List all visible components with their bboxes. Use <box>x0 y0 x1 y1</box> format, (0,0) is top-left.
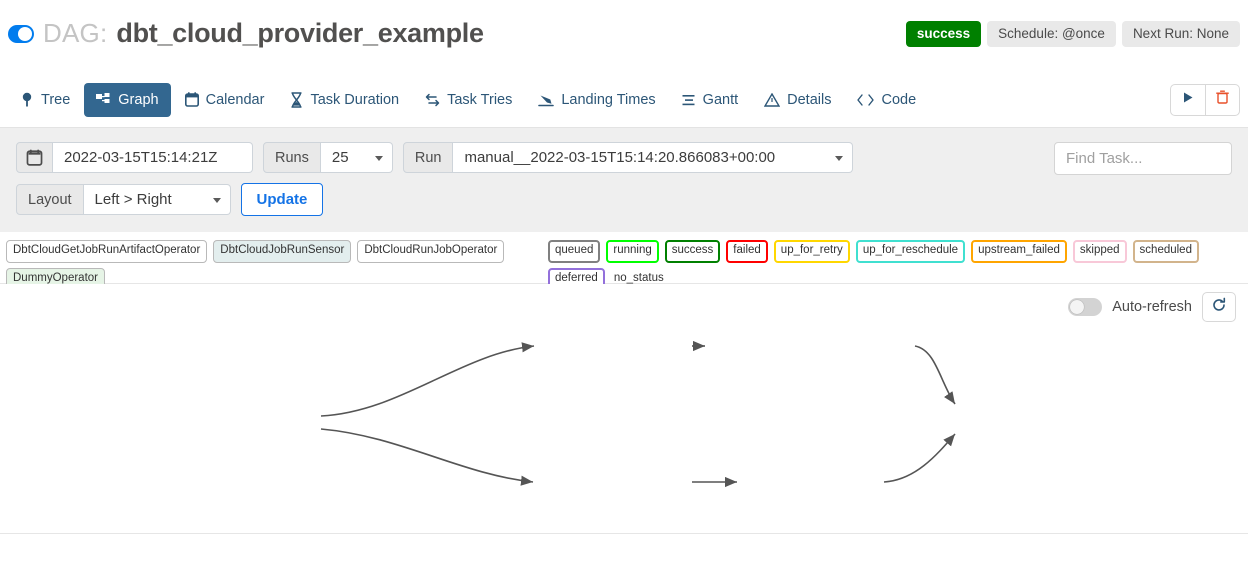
tab-tree[interactable]: Tree <box>8 83 82 117</box>
operator-chip: DbtCloudRunJobOperator <box>357 240 505 263</box>
tab-label: Landing Times <box>561 91 656 108</box>
layout-label: Layout <box>16 184 84 215</box>
tab-label: Task Duration <box>310 91 400 108</box>
tab-gantt[interactable]: Gantt <box>670 83 750 117</box>
num-runs-value: 25 <box>331 149 349 166</box>
tab-task-duration[interactable]: Task Duration <box>278 83 411 117</box>
operator-chip: DbtCloudJobRunSensor <box>213 240 352 263</box>
run-select-group: Run manual__2022-03-15T15:14:20.866083+0… <box>402 142 854 173</box>
chevron-down-icon <box>835 155 844 161</box>
calendar-icon <box>184 92 199 107</box>
state-chip-running: running <box>606 240 659 263</box>
run-label: Run <box>402 142 454 173</box>
hourglass-icon <box>290 91 303 108</box>
tab-code[interactable]: Code <box>845 83 928 117</box>
num-runs-group: Runs 25 <box>263 142 393 173</box>
dag-graph-panel: Auto-refresh begin trigge <box>0 284 1248 534</box>
graph-legend: DbtCloudGetJobRunArtifactOperator DbtClo… <box>0 232 1248 290</box>
operator-chip: DbtCloudGetJobRunArtifactOperator <box>6 240 208 263</box>
tab-graph[interactable]: Graph <box>84 82 171 117</box>
state-chip-up-for-reschedule: up_for_reschedule <box>855 240 966 263</box>
tab-label: Tree <box>41 91 71 108</box>
gantt-icon <box>682 93 696 107</box>
trigger-dag-button[interactable] <box>1171 85 1205 115</box>
filter-row-primary: 2022-03-15T15:14:21Z Runs 25 Run manual_… <box>16 142 1232 173</box>
tab-label: Graph <box>118 91 159 108</box>
num-runs-select[interactable]: 25 <box>320 142 393 173</box>
state-chip-no-status: no_status <box>613 271 664 284</box>
dag-label: DAG: <box>43 18 108 48</box>
state-legend: queued running success failed up_for_ret… <box>548 240 1248 290</box>
dag-pause-toggle[interactable] <box>8 24 34 43</box>
state-chip-skipped: skipped <box>1072 240 1127 263</box>
state-chip-failed: failed <box>726 240 768 263</box>
state-chip-up-for-retry: up_for_retry <box>773 240 850 263</box>
dag-title: DAG: dbt_cloud_provider_example <box>8 18 484 49</box>
tab-label: Details <box>787 91 832 108</box>
state-chip-upstream-failed: upstream_failed <box>971 240 1067 263</box>
filter-row-secondary: Layout Left > Right Update <box>16 183 1232 216</box>
dag-header: DAG: dbt_cloud_provider_example success … <box>0 0 1248 72</box>
tab-calendar[interactable]: Calendar <box>173 83 277 117</box>
state-chip-scheduled: scheduled <box>1132 240 1199 263</box>
layout-value: Left > Right <box>94 191 172 208</box>
base-date-group: 2022-03-15T15:14:21Z <box>16 142 253 173</box>
base-date-input[interactable]: 2022-03-15T15:14:21Z <box>53 142 253 173</box>
landing-icon <box>538 93 555 107</box>
tab-details[interactable]: Details <box>752 83 843 117</box>
tab-landing-times[interactable]: Landing Times <box>526 83 667 117</box>
chevron-down-icon <box>212 197 221 203</box>
tree-icon <box>20 92 34 108</box>
play-icon <box>1182 91 1194 109</box>
tab-label: Gantt <box>702 91 739 108</box>
schedule-badge: Schedule: @once <box>987 21 1116 47</box>
graph-edges <box>320 340 956 488</box>
dag-filter-bar: 2022-03-15T15:14:21Z Runs 25 Run manual_… <box>0 128 1248 232</box>
state-chip-queued: queued <box>548 240 601 263</box>
layout-select[interactable]: Left > Right <box>83 184 231 215</box>
chevron-down-icon <box>374 155 383 161</box>
run-select[interactable]: manual__2022-03-15T15:14:20.866083+00:00 <box>453 142 854 173</box>
status-badge: success <box>905 21 982 47</box>
dag-view-tabs: Tree Graph Calendar Task Duration Task T… <box>0 72 1248 128</box>
panel-divider <box>0 533 1248 534</box>
graph-controls: Auto-refresh <box>1068 292 1236 322</box>
dag-status-badges: success Schedule: @once Next Run: None <box>905 21 1240 47</box>
next-run-badge: Next Run: None <box>1121 21 1240 47</box>
auto-refresh-toggle[interactable] <box>1068 298 1103 316</box>
details-icon <box>764 92 781 107</box>
tab-task-tries[interactable]: Task Tries <box>413 83 524 117</box>
dag-action-buttons <box>1170 83 1240 116</box>
tab-label: Code <box>881 91 917 108</box>
code-icon <box>857 93 875 106</box>
refresh-button[interactable] <box>1202 292 1236 322</box>
refresh-icon <box>1211 297 1227 318</box>
state-chip-success: success <box>664 240 721 263</box>
run-value: manual__2022-03-15T15:14:20.866083+00:00 <box>464 149 776 166</box>
delete-dag-button[interactable] <box>1205 84 1239 115</box>
tab-label: Calendar <box>205 91 265 108</box>
dag-name: dbt_cloud_provider_example <box>116 18 484 48</box>
retry-icon <box>425 93 440 107</box>
auto-refresh-label: Auto-refresh <box>1112 299 1192 315</box>
tab-label: Task Tries <box>447 91 513 108</box>
update-button[interactable]: Update <box>240 183 324 216</box>
find-task-input[interactable]: Find Task... <box>1054 142 1232 175</box>
trash-icon <box>1216 90 1229 109</box>
calendar-icon <box>16 142 53 173</box>
layout-group: Layout Left > Right <box>16 184 231 215</box>
runs-label: Runs <box>263 142 321 173</box>
operator-legend: DbtCloudGetJobRunArtifactOperator DbtClo… <box>6 240 536 290</box>
graph-icon <box>96 92 111 107</box>
